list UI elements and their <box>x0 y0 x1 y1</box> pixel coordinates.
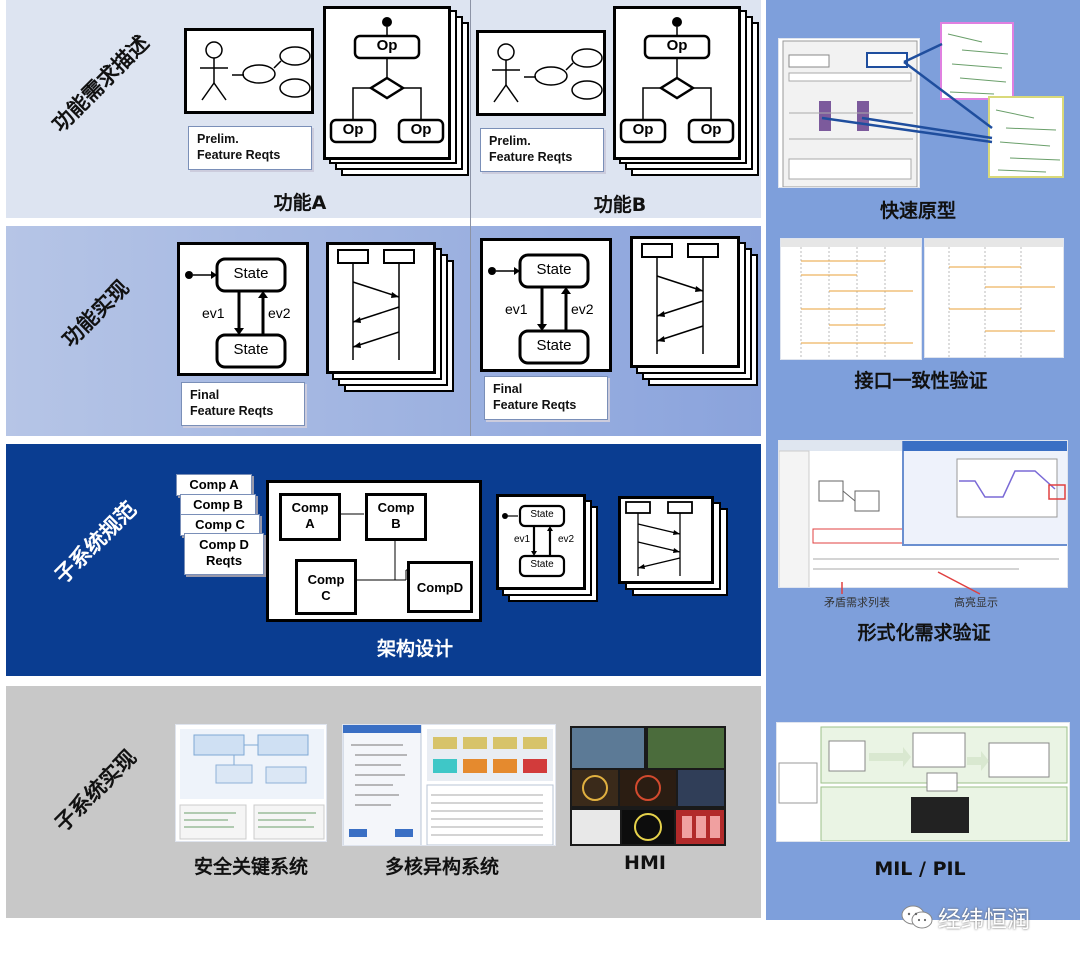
safety-critical-screenshot <box>175 724 327 842</box>
use-case-diagram-a <box>184 28 314 114</box>
op-label: Op <box>666 37 688 54</box>
formal-label-pointers <box>841 571 981 595</box>
statechart-figure-a <box>185 257 287 369</box>
multicore-screenshot <box>342 724 556 846</box>
sequence-flow-a <box>337 249 415 360</box>
feature-divider <box>470 0 471 436</box>
comp-b-block: Comp B <box>365 493 427 541</box>
sequence-diagram-stack-b <box>630 236 760 386</box>
architecture-connectors <box>338 513 408 581</box>
multicore-tool-thumb <box>343 725 554 845</box>
op-label: Op <box>376 37 398 54</box>
op-label: Op <box>410 121 432 138</box>
comp-d-block: CompD <box>407 561 473 613</box>
rapid-prototype-caption: 快速原型 <box>879 200 956 222</box>
comp-c-block: Comp C <box>295 559 357 615</box>
mil-pil-screenshot <box>776 722 1070 842</box>
op-label: Op <box>632 121 654 138</box>
wechat-bubbles <box>901 905 933 929</box>
comp-d-reqts-tag: Comp D Reqts <box>184 533 264 575</box>
use-case-figure-a <box>200 41 311 101</box>
arch-design-caption: 架构设计 <box>376 638 453 660</box>
activity-diagram-stack-b: Op Op Op <box>613 6 759 176</box>
multicore-caption: 多核异构系统 <box>384 856 499 878</box>
subsystem-sequence-stack <box>618 496 728 596</box>
rapid-prototype-panel-thumb <box>782 40 918 187</box>
final-reqts-note-a: Final Feature Reqts <box>181 382 305 426</box>
statechart-b: State State ev1 ev2 <box>480 238 612 372</box>
state-label: State <box>536 261 572 278</box>
state-label: State <box>233 265 269 282</box>
mil-pil-caption: MIL / PIL <box>874 858 966 880</box>
event-label: ev1 <box>202 305 225 321</box>
comp-a-block: Comp A <box>279 493 341 541</box>
activity-diagram-stack-a: Op Op Op <box>323 6 469 176</box>
comp-a-tag: Comp A <box>176 474 252 496</box>
note-line: Prelim. <box>197 132 239 146</box>
prototype-model-tree-top <box>947 33 1009 95</box>
activity-flow-a <box>329 17 445 144</box>
feature-b-caption: 功能B <box>593 194 647 216</box>
hmi-display-thumb <box>572 728 724 844</box>
prelim-reqts-note-b: Prelim. Feature Reqts <box>480 128 604 172</box>
comp-b-tag: Comp B <box>180 494 256 516</box>
interface-trace-left <box>781 239 921 359</box>
note-line: Feature Reqts <box>489 150 573 164</box>
interface-check-screenshot-right <box>924 238 1064 358</box>
formal-verification-tool-thumb <box>779 441 1067 587</box>
note-line: Final <box>493 382 523 396</box>
hmi-screenshot <box>570 726 726 846</box>
highlight-label: 高亮显示 <box>954 596 998 609</box>
state-label: State <box>530 509 554 520</box>
wechat-icon <box>900 904 934 930</box>
note-line: Feature Reqts <box>190 404 274 418</box>
formal-verification-caption: 形式化需求验证 <box>857 622 991 644</box>
event-label: ev2 <box>558 534 575 545</box>
use-case-diagram-b <box>476 30 606 116</box>
event-label: ev2 <box>268 305 291 321</box>
contradiction-list-label: 矛盾需求列表 <box>824 596 890 609</box>
formal-verification-screenshot <box>778 440 1068 588</box>
safety-critical-caption: 安全关键系统 <box>193 856 308 878</box>
sequence-flow-b <box>641 243 719 354</box>
architecture-diagram: Comp A Comp B Comp C CompD <box>266 480 482 622</box>
event-label: ev1 <box>514 534 531 545</box>
prototype-model-tree-bottom <box>995 109 1061 173</box>
prototype-model-thumb-top <box>940 22 1014 100</box>
event-label: ev2 <box>571 301 594 317</box>
rapid-prototype-screenshot <box>778 38 920 188</box>
interface-check-screenshot-left <box>780 238 922 360</box>
hmi-caption: HMI <box>624 852 666 874</box>
use-case-figure-b <box>492 43 603 103</box>
op-label: Op <box>342 121 364 138</box>
prelim-reqts-note-a: Prelim. Feature Reqts <box>188 126 312 170</box>
note-line: Final <box>190 388 220 402</box>
subsystem-sequence-figure <box>625 501 693 576</box>
subsystem-statechart-figure <box>502 504 566 578</box>
feature-a-caption: 功能A <box>273 192 327 214</box>
subsystem-statechart-stack: State State ev1 ev2 <box>496 494 598 604</box>
statechart-a: State State ev1 ev2 <box>177 242 309 376</box>
event-label: ev1 <box>505 301 528 317</box>
final-reqts-note-b: Final Feature Reqts <box>484 376 608 420</box>
watermark-text: 经纬恒润 <box>938 907 1030 933</box>
note-line: Prelim. <box>489 134 531 148</box>
safety-critical-model-thumb <box>179 729 325 840</box>
op-label: Op <box>700 121 722 138</box>
state-label: State <box>233 341 269 358</box>
note-line: Feature Reqts <box>493 398 577 412</box>
state-label: State <box>536 337 572 354</box>
statechart-figure-b <box>488 253 590 365</box>
mil-pil-flow-thumb <box>778 726 1068 841</box>
interface-check-caption: 接口一致性验证 <box>854 370 988 392</box>
sequence-diagram-stack-a <box>326 242 456 392</box>
note-line: Feature Reqts <box>197 148 281 162</box>
state-label: State <box>530 559 554 570</box>
activity-flow-b <box>619 17 735 144</box>
prototype-link-arrows <box>821 42 993 144</box>
interface-trace-right <box>925 239 1063 357</box>
